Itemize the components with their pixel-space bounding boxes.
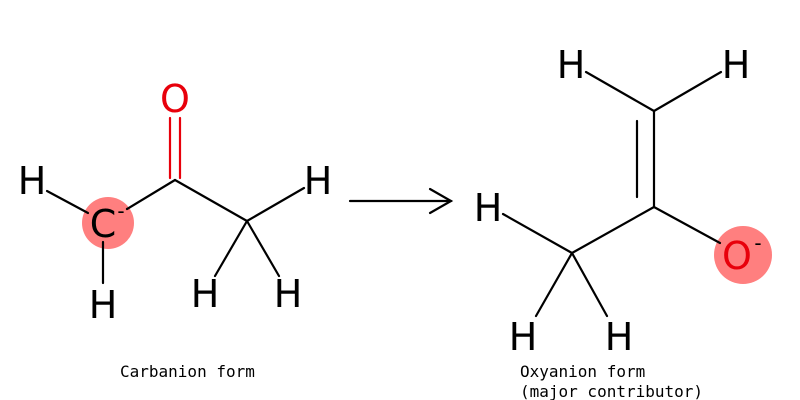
h-methyl-lower-left-label: H: [191, 272, 220, 316]
oxyanion-caption-line2: (major contributor): [520, 382, 703, 400]
arrow-head: [428, 187, 454, 215]
carbanion-caption: Carbanion form: [120, 362, 255, 381]
bond-c-oxygen: [652, 205, 722, 245]
carbanion-structure: O C - H H H H H Carbanion form: [18, 77, 333, 381]
h-methyl-lower-right-label: H: [605, 315, 634, 359]
oxyanion-charge-label: -: [754, 231, 761, 255]
oxyanion-charge-highlight: [714, 226, 772, 284]
bond-vinyl-h-right: [652, 70, 723, 113]
h-bottom-label: H: [89, 283, 118, 327]
carbonyl-oxygen-label: O: [160, 77, 190, 121]
bond-vinyl-h-left: [584, 70, 656, 113]
bond-methyl-h-upper: [501, 212, 574, 255]
carbanion-charge-label: -: [117, 199, 124, 223]
anionic-carbon-label: C: [90, 202, 117, 246]
h-methyl-lower-right-label: H: [274, 272, 303, 316]
bond-methyl-h-lower-left: [213, 219, 249, 278]
oxyanion-caption-line1: Oxyanion form: [520, 362, 645, 381]
h-methyl-upper-label: H: [474, 186, 503, 230]
bond-methyl-h-lower-left: [534, 251, 574, 318]
carbanion-charge-highlight: [82, 197, 134, 249]
h-vinyl-left-label: H: [557, 43, 586, 87]
bond-methyl-h-upper: [245, 186, 306, 223]
h-left-label: H: [18, 159, 47, 203]
bond-h-c-left: [45, 189, 90, 215]
bond-c-methyl: [570, 205, 656, 255]
h-methyl-upper-label: H: [304, 159, 333, 203]
bond-methyl-h-lower-right: [245, 219, 281, 278]
oxyanion-structure: H H H H H O - Oxyanion form (major contr…: [474, 43, 772, 400]
resonance-arrow: [348, 187, 454, 215]
anionic-oxygen-label: O: [722, 234, 752, 278]
h-vinyl-right-label: H: [722, 43, 751, 87]
bond-carbonyl-methyl: [173, 178, 249, 223]
bond-c-carbonyl: [125, 178, 177, 211]
bond-methyl-h-lower-right: [570, 251, 609, 318]
h-methyl-lower-left-label: H: [509, 315, 538, 359]
